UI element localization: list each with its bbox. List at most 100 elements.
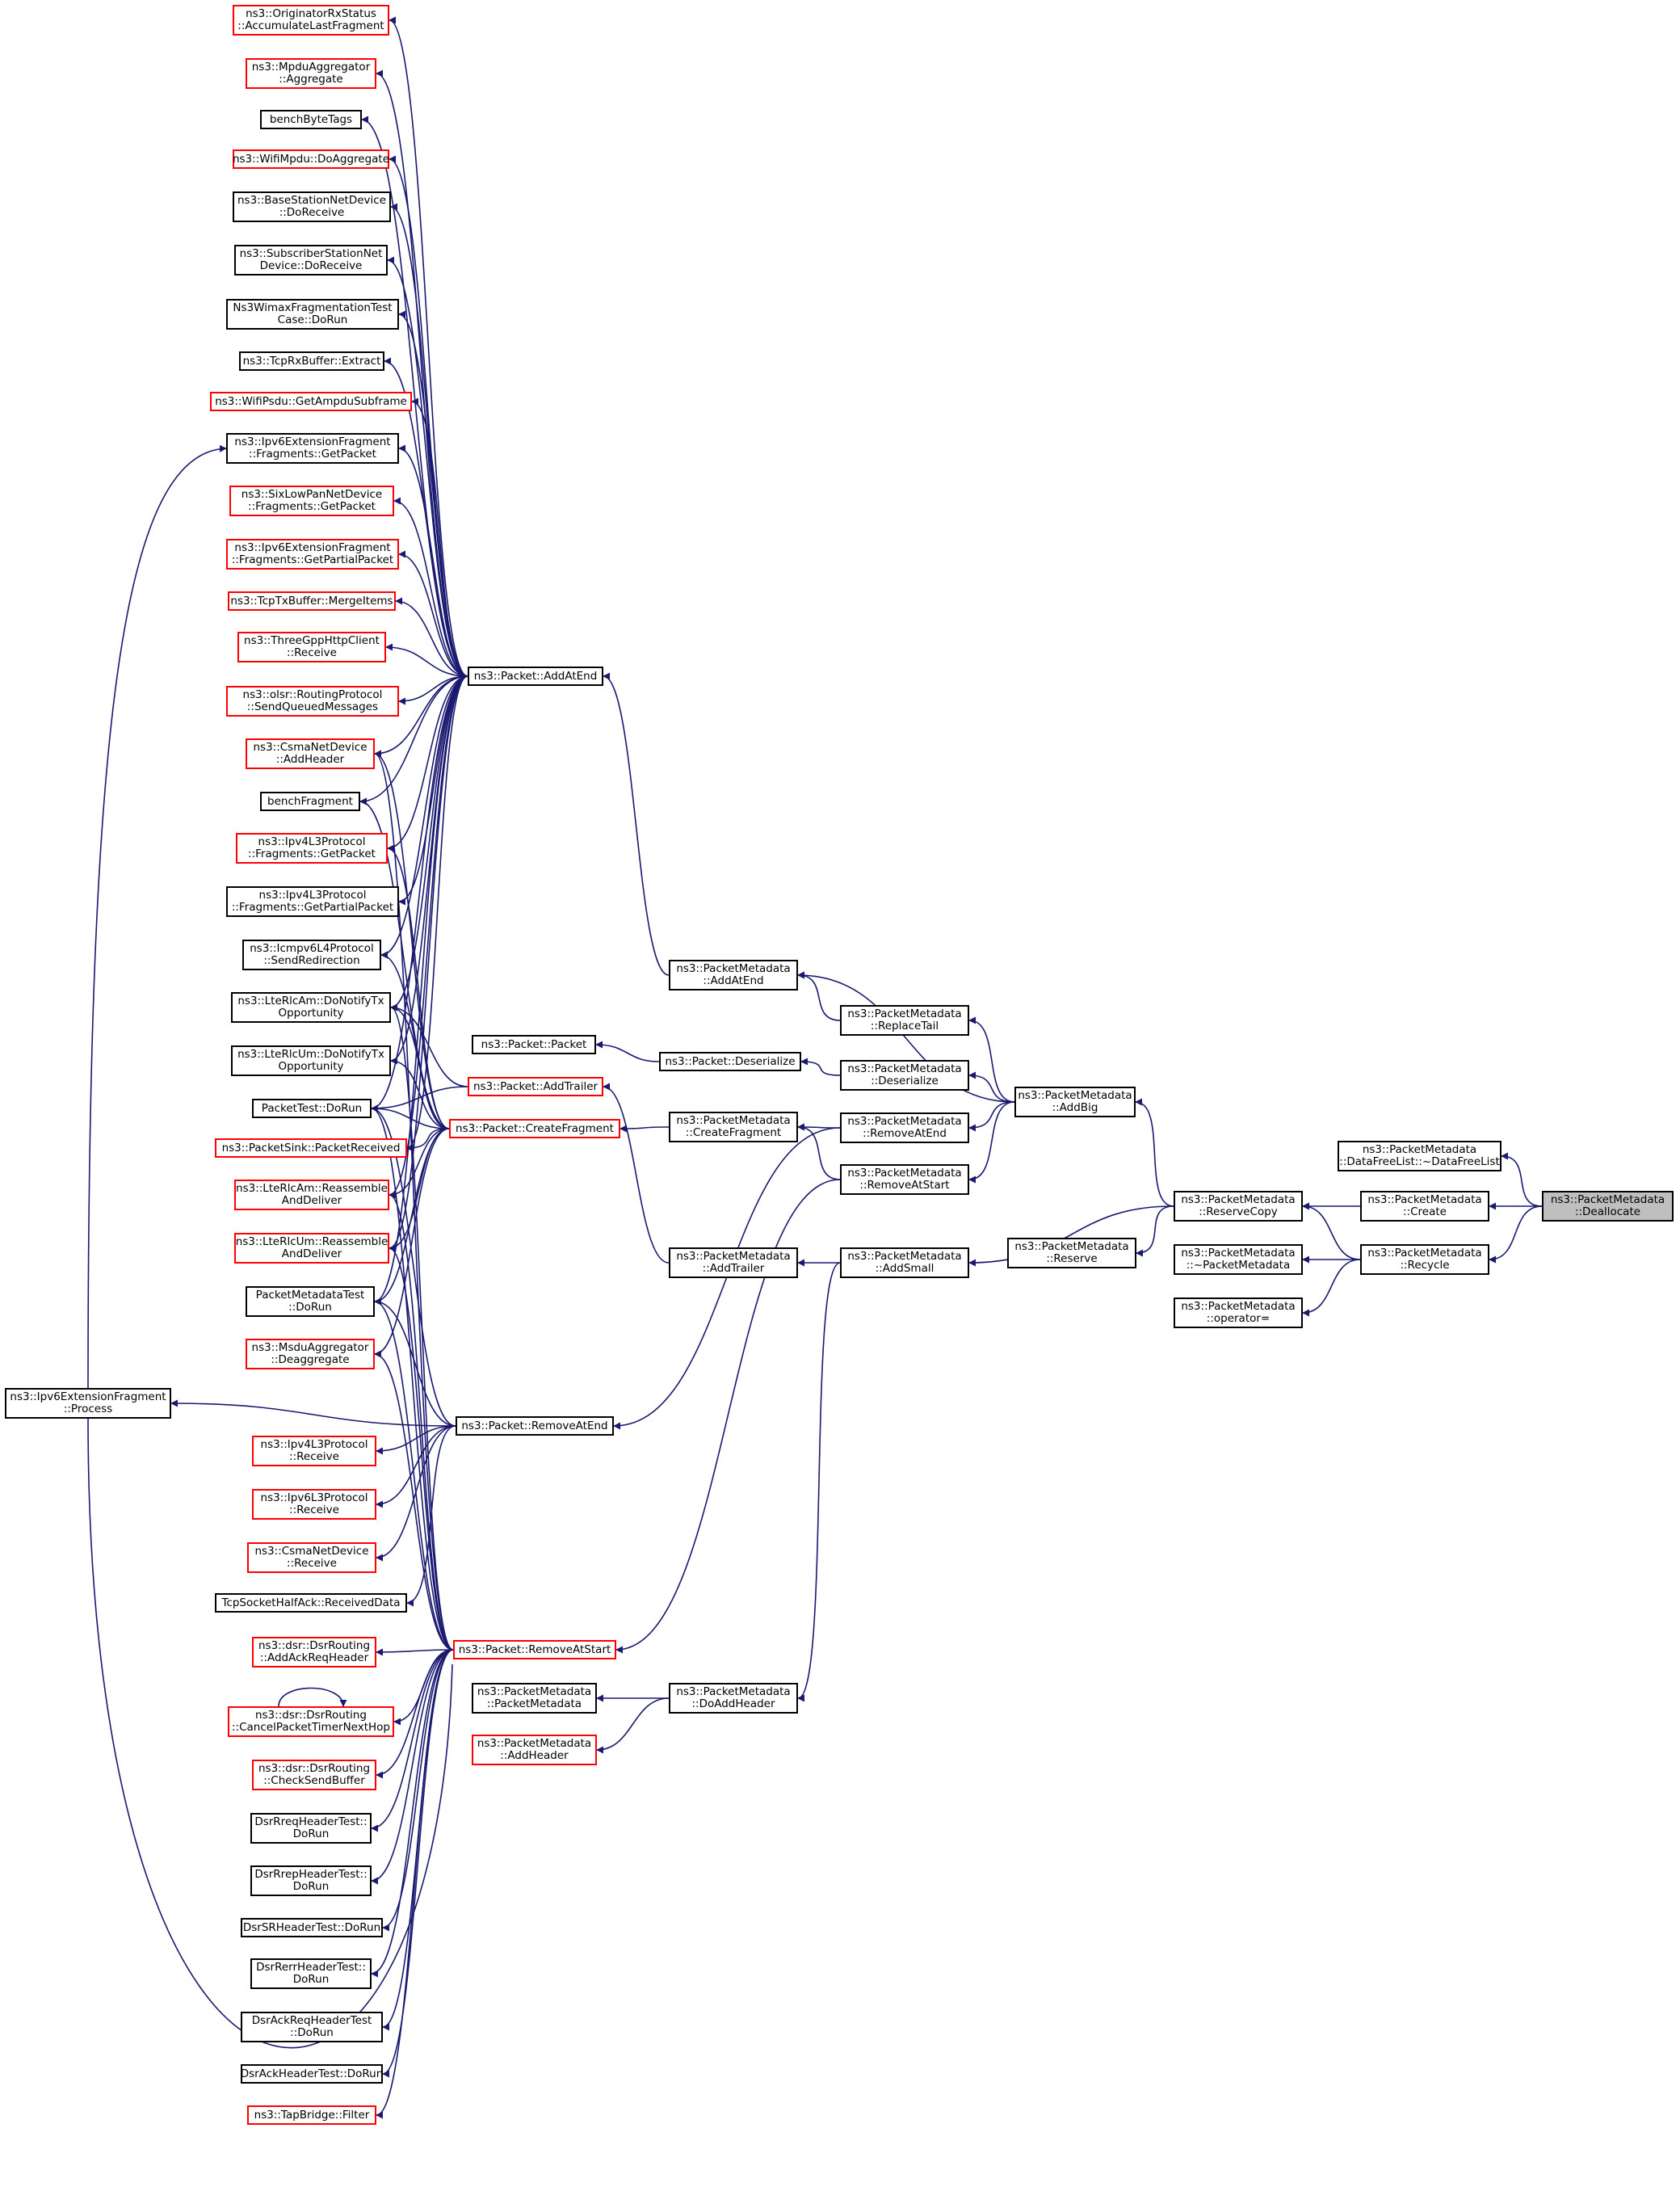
node-label-line: ::DoReceive bbox=[279, 206, 345, 219]
node-threegpp[interactable]: ns3::ThreeGppHttpClient::Receive bbox=[237, 632, 386, 662]
node-label-line: benchFragment bbox=[267, 794, 353, 808]
edge-lterlcum-reasm-to-pkt-addatend bbox=[388, 675, 468, 1252]
node-sixlowpan[interactable]: ns3::SixLowPanNetDevice::Fragments::GetP… bbox=[229, 486, 394, 516]
node-md-deserialize[interactable]: ns3::PacketMetadata::Deserialize bbox=[840, 1060, 969, 1091]
node-pkt-addtrailer[interactable]: ns3::Packet::AddTrailer bbox=[468, 1077, 603, 1096]
node-datafreelist[interactable]: ns3::PacketMetadata::DataFreeList::~Data… bbox=[1338, 1141, 1502, 1171]
node-label: ns3::PacketMetadata::RemoveAtStart bbox=[847, 1167, 961, 1192]
node-operator[interactable]: ns3::PacketMetadata::operator= bbox=[1174, 1297, 1303, 1328]
node-wifimpdu[interactable]: ns3::WifiMpdu::DoAggregate bbox=[233, 149, 389, 169]
node-ipv6frag-partial[interactable]: ns3::Ipv6ExtensionFragment::Fragments::G… bbox=[226, 539, 399, 570]
node-pkt-createfragment[interactable]: ns3::Packet::CreateFragment bbox=[449, 1119, 620, 1138]
node-ipv4l3-partial[interactable]: ns3::Ipv4L3Protocol::Fragments::GetParti… bbox=[226, 886, 399, 917]
node-ipv6frag-getpacket[interactable]: ns3::Ipv6ExtensionFragment::Fragments::G… bbox=[226, 433, 399, 464]
node-label-line: ::CheckSendBuffer bbox=[263, 1774, 365, 1787]
node-removeatend-md[interactable]: ns3::PacketMetadata::RemoveAtEnd bbox=[840, 1112, 969, 1143]
node-wifipsdu[interactable]: ns3::WifiPsdu::GetAmpduSubframe bbox=[210, 392, 412, 411]
node-benchfragment[interactable]: benchFragment bbox=[260, 792, 360, 811]
node-createfragment-md[interactable]: ns3::PacketMetadata::CreateFragment bbox=[669, 1112, 798, 1142]
node-label: ns3::WifiMpdu::DoAggregate bbox=[233, 153, 389, 166]
edge-dsrrreq-to-pkt-removeatstart bbox=[371, 1649, 454, 1832]
node-msdu[interactable]: ns3::MsduAggregator::Deaggregate bbox=[246, 1339, 375, 1369]
node-tcptxbuffer[interactable]: ns3::TcpTxBuffer::MergeItems bbox=[228, 591, 396, 611]
node-ipv4l3-receive[interactable]: ns3::Ipv4L3Protocol::Receive bbox=[252, 1436, 376, 1466]
node-csma-addheader[interactable]: ns3::CsmaNetDevice::AddHeader bbox=[246, 738, 375, 769]
node-pkt-packet[interactable]: ns3::Packet::Packet bbox=[472, 1035, 596, 1054]
node-pm-addheader[interactable]: ns3::PacketMetadata::AddHeader bbox=[472, 1735, 597, 1765]
node-reservecopy[interactable]: ns3::PacketMetadata::ReserveCopy bbox=[1174, 1191, 1303, 1222]
node-label-line: DsrRrepHeaderTest:: bbox=[254, 1868, 368, 1881]
node-tcprxbuffer[interactable]: ns3::TcpRxBuffer::Extract bbox=[239, 351, 384, 371]
node-pmtest[interactable]: PacketMetadataTest::DoRun bbox=[246, 1286, 375, 1317]
node-label: ns3::Ipv4L3Protocol::Receive bbox=[261, 1439, 368, 1463]
node-create[interactable]: ns3::PacketMetadata::Create bbox=[1360, 1191, 1489, 1222]
node-label-line: ns3::Icmpv6L4Protocol bbox=[250, 942, 374, 955]
node-recycle[interactable]: ns3::PacketMetadata::Recycle bbox=[1360, 1244, 1489, 1275]
node-label-line: ns3::TcpRxBuffer::Extract bbox=[242, 354, 381, 368]
node-dsrrreq[interactable]: DsrRreqHeaderTest::DoRun bbox=[250, 1813, 372, 1844]
edge-tcptxbuffer-to-pkt-addatend bbox=[395, 597, 468, 677]
node-pm-ctor[interactable]: ns3::PacketMetadata::PacketMetadata bbox=[472, 1683, 597, 1714]
node-dsrackreq[interactable]: DsrAckReqHeaderTest::DoRun bbox=[241, 2012, 383, 2042]
node-label-line: ns3::Ipv6L3Protocol bbox=[260, 1491, 368, 1504]
node-label-line: DoRun bbox=[292, 1973, 330, 1986]
node-dtor[interactable]: ns3::PacketMetadata::~PacketMetadata bbox=[1174, 1244, 1303, 1275]
edge-threegpp-to-pkt-addatend bbox=[385, 643, 468, 677]
node-dsrsr[interactable]: DsrSRHeaderTest::DoRun bbox=[241, 1918, 383, 1937]
node-addsmall[interactable]: ns3::PacketMetadata::AddSmall bbox=[840, 1247, 969, 1278]
node-label: PacketTest::DoRun bbox=[262, 1102, 362, 1115]
node-removeatstart-md[interactable]: ns3::PacketMetadata::RemoveAtStart bbox=[840, 1164, 969, 1195]
edge-lterlcam-reasm-to-pkt-addatend bbox=[388, 675, 468, 1199]
edge-dsrrerr-to-pkt-removeatstart bbox=[371, 1649, 454, 1978]
node-ipv4l3-getpacket[interactable]: ns3::Ipv4L3Protocol::Fragments::GetPacke… bbox=[236, 833, 388, 864]
edge-packetsink-to-pkt-createfragment bbox=[406, 1128, 450, 1152]
node-pkt-addatend[interactable]: ns3::Packet::AddAtEnd bbox=[468, 667, 603, 686]
node-label-line: ns3::PacketMetadata bbox=[477, 1737, 592, 1750]
node-label-line: Device::DoReceive bbox=[259, 259, 363, 272]
node-addatend-md[interactable]: ns3::PacketMetadata::AddAtEnd bbox=[669, 960, 798, 990]
node-tapbridge[interactable]: ns3::TapBridge::Filter bbox=[247, 2105, 376, 2125]
node-olsr[interactable]: ns3::olsr::RoutingProtocol::SendQueuedMe… bbox=[226, 686, 399, 717]
node-addbig[interactable]: ns3::PacketMetadata::AddBig bbox=[1014, 1087, 1136, 1117]
node-packetsink[interactable]: ns3::PacketSink::PacketReceived bbox=[215, 1138, 407, 1158]
node-label-line: ::Create bbox=[1403, 1205, 1447, 1218]
node-dsrack[interactable]: DsrAckHeaderTest::DoRun bbox=[241, 2064, 383, 2084]
node-pkt-removeatstart[interactable]: ns3::Packet::RemoveAtStart bbox=[453, 1640, 616, 1659]
node-basestation[interactable]: ns3::BaseStationNetDevice::DoReceive bbox=[233, 191, 391, 222]
node-label: ns3::PacketMetadata::~PacketMetadata bbox=[1181, 1247, 1295, 1272]
node-mpduaggregator[interactable]: ns3::MpduAggregator::Aggregate bbox=[246, 58, 376, 89]
node-label-line: ::Recycle bbox=[1400, 1259, 1450, 1272]
node-dsr-checksend[interactable]: ns3::dsr::DsrRouting::CheckSendBuffer bbox=[252, 1760, 376, 1790]
node-tcpsocket[interactable]: TcpSocketHalfAck::ReceivedData bbox=[215, 1593, 407, 1613]
edge-lterlcum-notify-to-pkt-createfragment bbox=[390, 1057, 450, 1129]
node-pkt-deserialize[interactable]: ns3::Packet::Deserialize bbox=[659, 1052, 801, 1071]
edge-lterlcam-notify-to-pkt-createfragment bbox=[390, 1003, 450, 1129]
node-doaddheader[interactable]: ns3::PacketMetadata::DoAddHeader bbox=[669, 1683, 798, 1714]
node-dsr-cancel[interactable]: ns3::dsr::DsrRouting::CancelPacketTimerN… bbox=[228, 1706, 394, 1737]
node-label-line: Opportunity bbox=[278, 1007, 344, 1020]
node-dsr-addack[interactable]: ns3::dsr::DsrRouting::AddAckReqHeader bbox=[252, 1637, 376, 1668]
node-pkt-removeatend[interactable]: ns3::Packet::RemoveAtEnd bbox=[456, 1416, 614, 1436]
node-csma-receive[interactable]: ns3::CsmaNetDevice::Receive bbox=[247, 1542, 376, 1573]
node-originator[interactable]: ns3::OriginatorRxStatus::AccumulateLastF… bbox=[233, 5, 389, 36]
node-ipv6frag-process[interactable]: ns3::Ipv6ExtensionFragment::Process bbox=[5, 1388, 171, 1419]
node-ipv6l3-receive[interactable]: ns3::Ipv6L3Protocol::Receive bbox=[252, 1489, 376, 1520]
node-benchbytetags[interactable]: benchByteTags bbox=[260, 110, 362, 129]
node-reserve[interactable]: ns3::PacketMetadata::Reserve bbox=[1007, 1238, 1136, 1268]
node-dsrrrep[interactable]: DsrRrepHeaderTest::DoRun bbox=[250, 1865, 372, 1896]
node-addtrailer-md[interactable]: ns3::PacketMetadata::AddTrailer bbox=[669, 1247, 798, 1278]
node-packettest[interactable]: PacketTest::DoRun bbox=[252, 1099, 372, 1118]
edge-process-to-getpacket bbox=[87, 444, 227, 1389]
node-dsrrerr[interactable]: DsrRerrHeaderTest::DoRun bbox=[250, 1958, 372, 1989]
node-icmpv6[interactable]: ns3::Icmpv6L4Protocol::SendRedirection bbox=[242, 940, 381, 970]
node-label-line: PacketMetadataTest bbox=[255, 1289, 365, 1302]
node-label: ns3::Packet::AddAtEnd bbox=[474, 670, 598, 683]
node-replacetail[interactable]: ns3::PacketMetadata::ReplaceTail bbox=[840, 1005, 969, 1036]
